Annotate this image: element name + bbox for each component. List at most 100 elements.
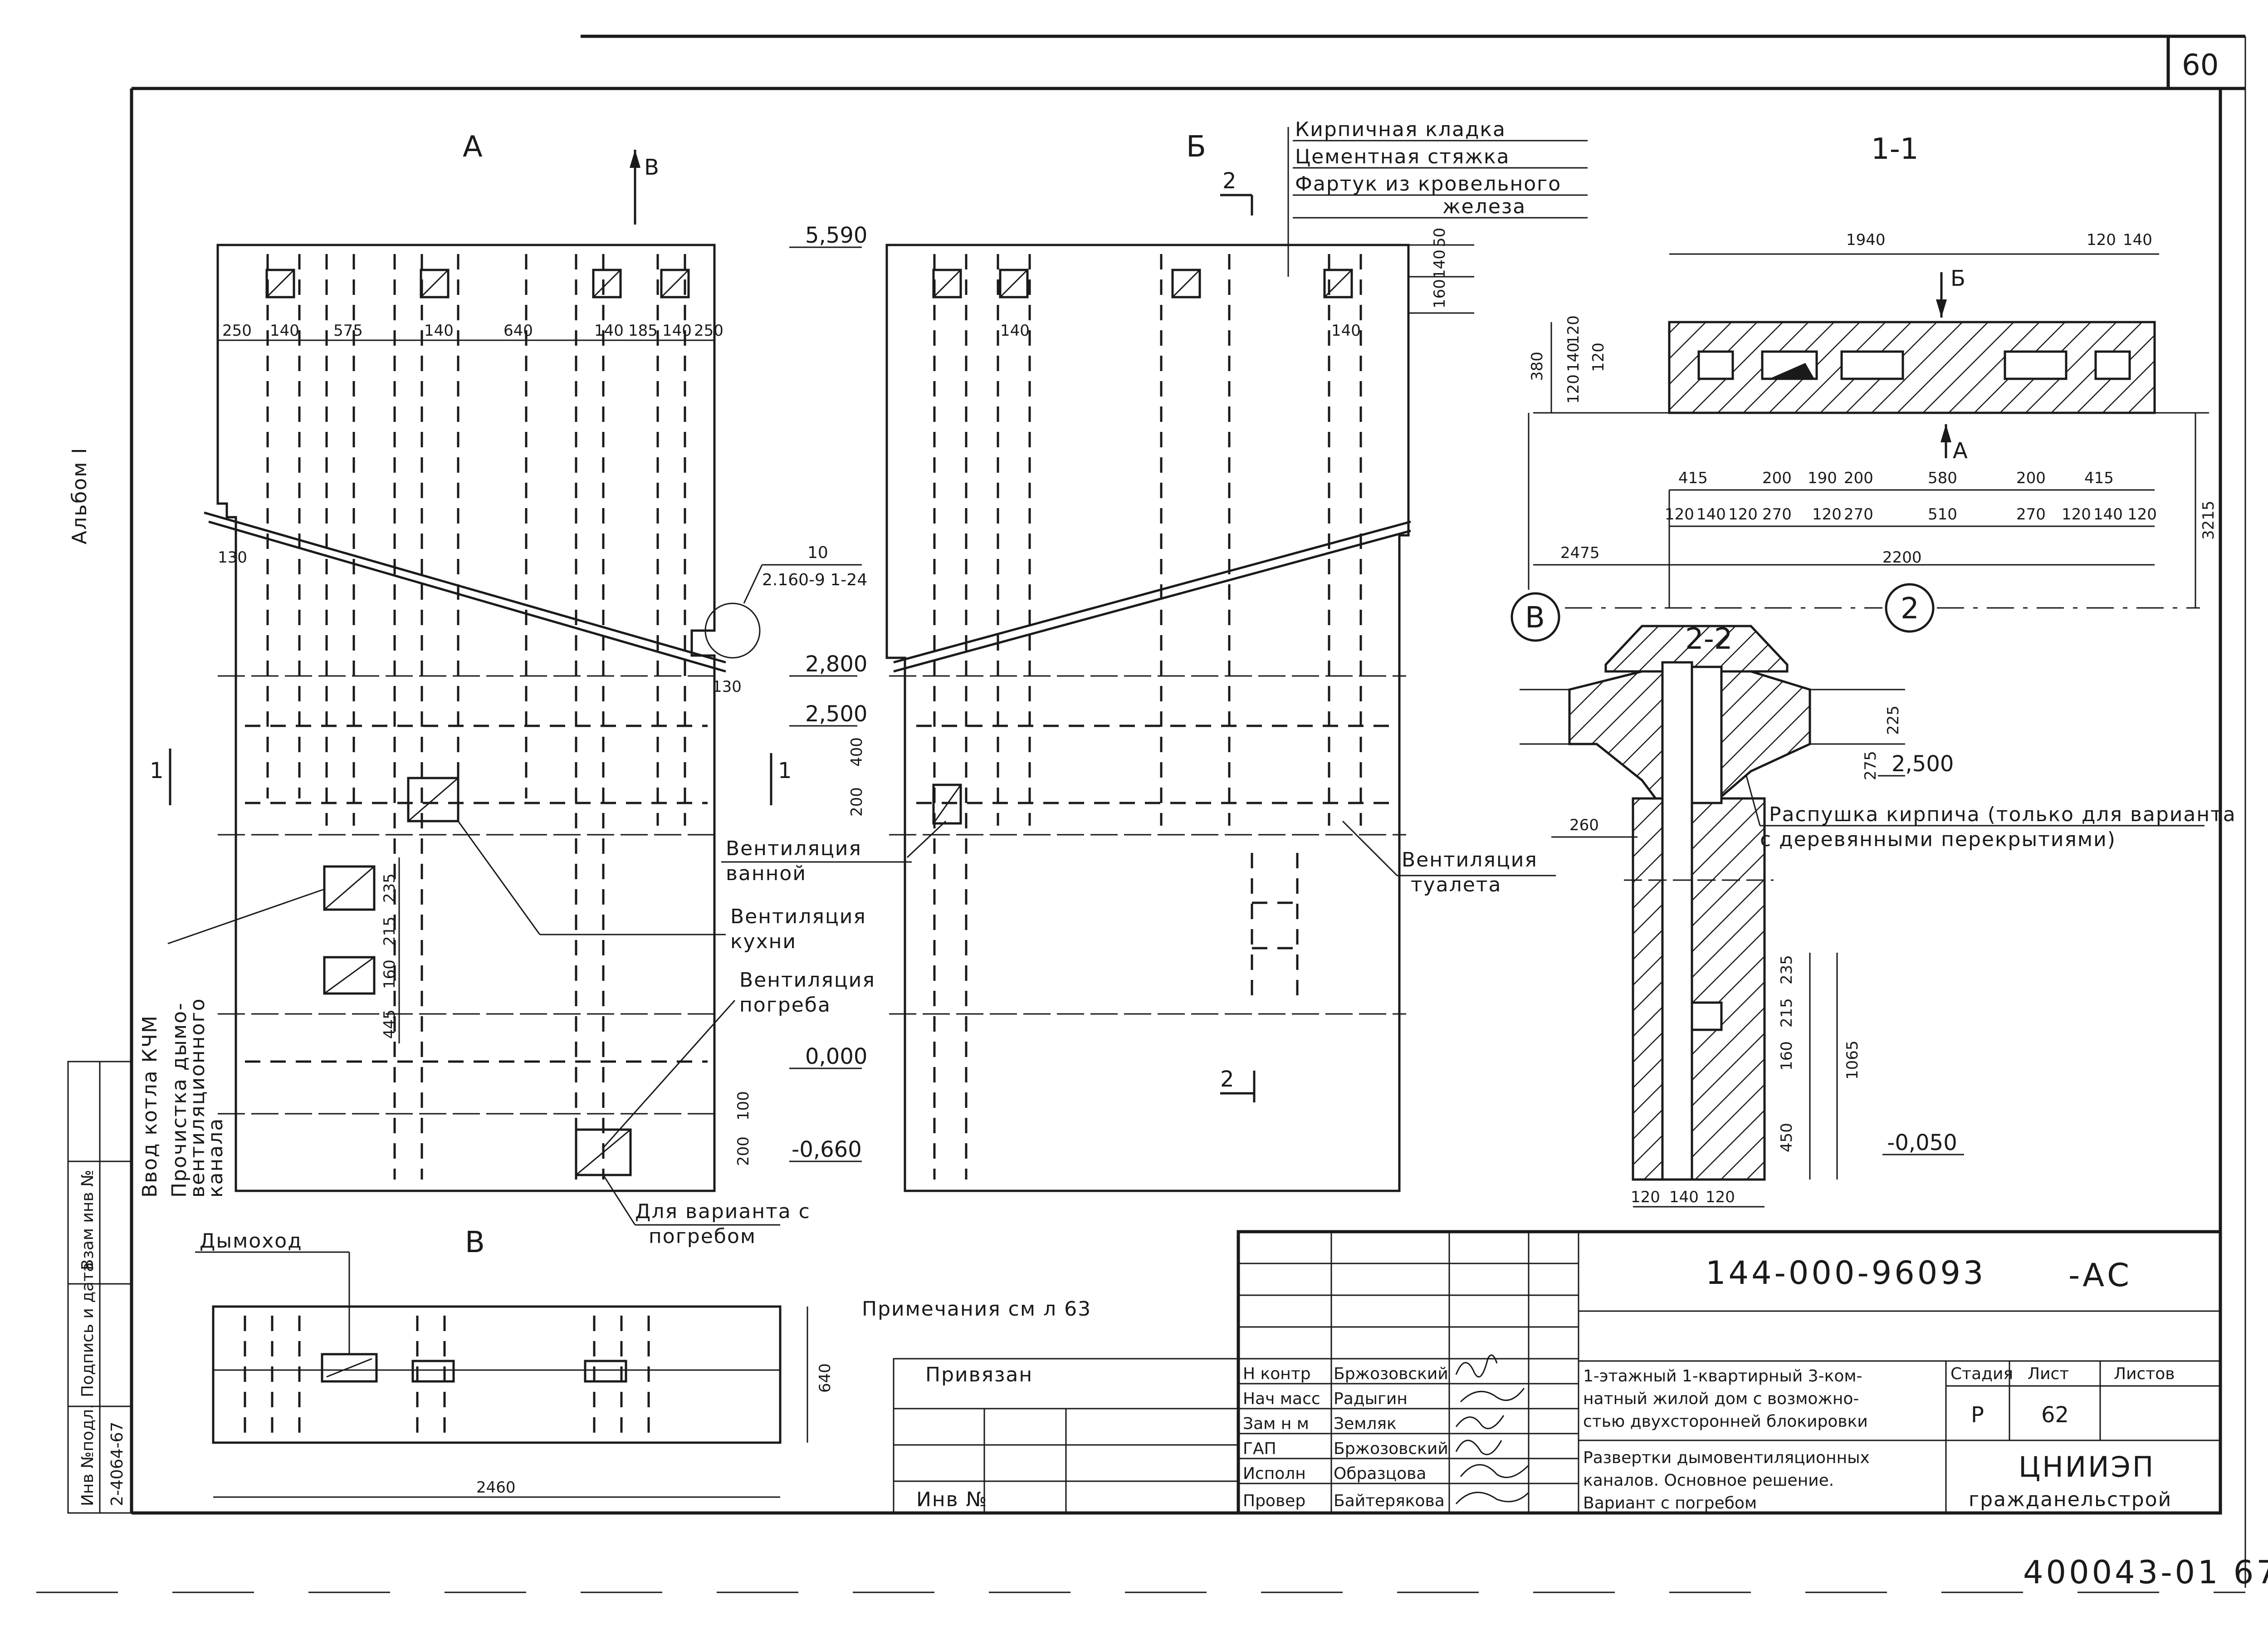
view-v: В Дымоход 640 2460 Примечания см л 63 <box>195 1226 1090 1498</box>
view-b: Б 2 140 140 50 <box>721 118 1588 1192</box>
role-5: Исполн <box>1243 1464 1306 1483</box>
boiler-label: Ввод котла КЧМ <box>138 1015 161 1198</box>
dim-s11-row1-2: 200 <box>1762 469 1792 487</box>
dim-a-215: 215 <box>381 916 399 946</box>
dim-s11-r2: 140 <box>1564 343 1583 372</box>
archive-number: 400043-01 67 <box>2023 1554 2268 1591</box>
brick-release-label: Распушка кирпича (только для варианта <box>1769 803 2236 826</box>
dim-s11-row2-10: 140 <box>2093 505 2123 524</box>
view-a-arrow-label: В <box>644 155 659 180</box>
dim-a-200b: 200 <box>734 1136 753 1166</box>
title-code: 144-000-96093 <box>1706 1254 1986 1292</box>
dim-s11-r3: 120 <box>1564 374 1583 404</box>
bound-label: Привязан <box>925 1363 1033 1386</box>
side-stamp-inv: Инв №подл. <box>78 1404 97 1506</box>
elev-2800: 2,800 <box>805 651 867 677</box>
elev-2500b: 2,500 <box>1892 751 1954 777</box>
side-stamp-sign: Подпись и дата <box>78 1262 97 1397</box>
dim-s22-225: 225 <box>1884 705 1902 735</box>
org-name-1: ЦНИИЭП <box>2019 1450 2155 1483</box>
signatures <box>1455 1354 1530 1504</box>
dim-a-top-1: 250 <box>222 322 252 340</box>
role-1: Н контр <box>1243 1365 1311 1383</box>
cut-1-left: 1 <box>150 758 164 783</box>
dim-s22-275: 275 <box>1862 751 1880 780</box>
dim-s11-row1-1: 415 <box>1678 469 1708 487</box>
vent-bath-label: Вентиляция <box>726 837 862 860</box>
sheet-title-3: Вариант с погребом <box>1583 1494 1757 1513</box>
dim-b-140c: 140 <box>1431 250 1449 279</box>
elev-5590: 5,590 <box>805 223 867 248</box>
dim-s11-r4: 120 <box>1589 343 1608 372</box>
title-code-suffix: -АС <box>2068 1257 2132 1294</box>
dim-s11-3215: 3215 <box>2200 500 2218 540</box>
layer-apron-label: Фартук из кровельного <box>1295 172 1561 196</box>
dim-s11-row2-2: 140 <box>1696 505 1726 524</box>
dim-s11-380: 380 <box>1528 352 1546 381</box>
section-1-1-title: 1-1 <box>1871 132 1919 166</box>
dim-a-400: 400 <box>848 737 866 767</box>
name-1: Бржозовский <box>1334 1365 1448 1383</box>
node-ref-top: 10 <box>807 543 828 562</box>
sheet-title-2: каналов. Основное решение. <box>1583 1471 1834 1490</box>
sheets-label: Листов <box>2114 1365 2175 1383</box>
sheet-label: Лист <box>2028 1365 2069 1383</box>
dim-s22-215: 215 <box>1778 998 1796 1028</box>
dim-s22-260: 260 <box>1569 816 1599 834</box>
dim-b-160: 160 <box>1431 279 1449 308</box>
dim-a-top-8: 140 <box>662 322 692 340</box>
dim-s22-235: 235 <box>1778 955 1796 984</box>
dim-s11-1940: 1940 <box>1846 231 1886 249</box>
role-6: Провер <box>1243 1492 1305 1510</box>
section-arrow-b: Б <box>1950 266 1965 291</box>
dim-s11-row1-4: 200 <box>1844 469 1873 487</box>
dim-b-140b: 140 <box>1331 322 1361 340</box>
dim-s11-row2-4: 270 <box>1762 505 1792 524</box>
axis-2-label: 2 <box>1901 592 1919 626</box>
dim-a-445: 445 <box>381 1009 399 1039</box>
dim-v-2460: 2460 <box>476 1478 516 1497</box>
dim-s11-row2-5: 120 <box>1812 505 1842 524</box>
dim-s22-bot-1: 120 <box>1631 1188 1660 1206</box>
name-3: Земляк <box>1334 1415 1397 1433</box>
elev-0000: 0,000 <box>805 1044 867 1069</box>
dim-s11-row1-6: 200 <box>2016 469 2046 487</box>
side-stamp: Инв №подл. Подпись и дата Взам инв № 2-4… <box>67 1061 132 1514</box>
vent-kitchen-label-2: кухни <box>730 930 797 953</box>
axis-v-label: В <box>1525 601 1545 635</box>
name-6: Байтерякова <box>1334 1492 1445 1510</box>
dim-s22-1065: 1065 <box>1843 1040 1862 1080</box>
cellar-variant-label: Для варианта с <box>635 1200 811 1223</box>
dim-b-140a: 140 <box>1000 322 1030 340</box>
dim-s22-450: 450 <box>1778 1123 1796 1152</box>
layer-brick-label: Кирпичная кладка <box>1295 118 1506 141</box>
page-number: 60 <box>2182 49 2219 82</box>
name-2: Радыгин <box>1334 1390 1408 1408</box>
dim-s11-row2-9: 120 <box>2062 505 2091 524</box>
section-1-1: 1-1 1940 120 140 Б А 380 120 140 120 120… <box>1510 132 2218 642</box>
sheet-value: 62 <box>2041 1402 2069 1428</box>
dim-a-200: 200 <box>848 787 866 817</box>
role-4: ГАП <box>1243 1439 1276 1458</box>
chimney-label: Дымоход <box>200 1229 303 1253</box>
vent-bath-label-2: ванной <box>726 862 807 885</box>
view-a-title: А <box>463 130 483 164</box>
org-name-2: гражданельстрой <box>1969 1488 2172 1511</box>
sheet-title-1: Развертки дымовентиляционных <box>1583 1449 1870 1467</box>
view-b-title: Б <box>1186 130 1206 164</box>
dim-s11-row1-3: 190 <box>1808 469 1837 487</box>
vent-kitchen-label: Вентиляция <box>730 905 866 928</box>
dim-a-160: 160 <box>381 959 399 989</box>
dim-a-top-7: 185 <box>628 322 658 340</box>
elev-2500: 2,500 <box>805 701 867 727</box>
dim-v-640: 640 <box>816 1363 834 1393</box>
dim-s11-r1: 120 <box>1564 315 1583 345</box>
cut-2-bottom: 2 <box>1220 1067 1234 1092</box>
cleanout-label-2: вентиляционного <box>186 998 209 1198</box>
dim-a-top-2: 140 <box>270 322 299 340</box>
project-title-3: стью двухсторонней блокировки <box>1583 1412 1868 1431</box>
title-block: 144-000-96093 -АС Привязан Инв № Н контр… <box>893 1230 2222 1515</box>
node-ref-bottom: 2.160-9 1-24 <box>762 571 867 589</box>
cleanout-label: Прочистка дымо- <box>168 1002 191 1198</box>
dim-s22-bot-3: 120 <box>1706 1188 1735 1206</box>
